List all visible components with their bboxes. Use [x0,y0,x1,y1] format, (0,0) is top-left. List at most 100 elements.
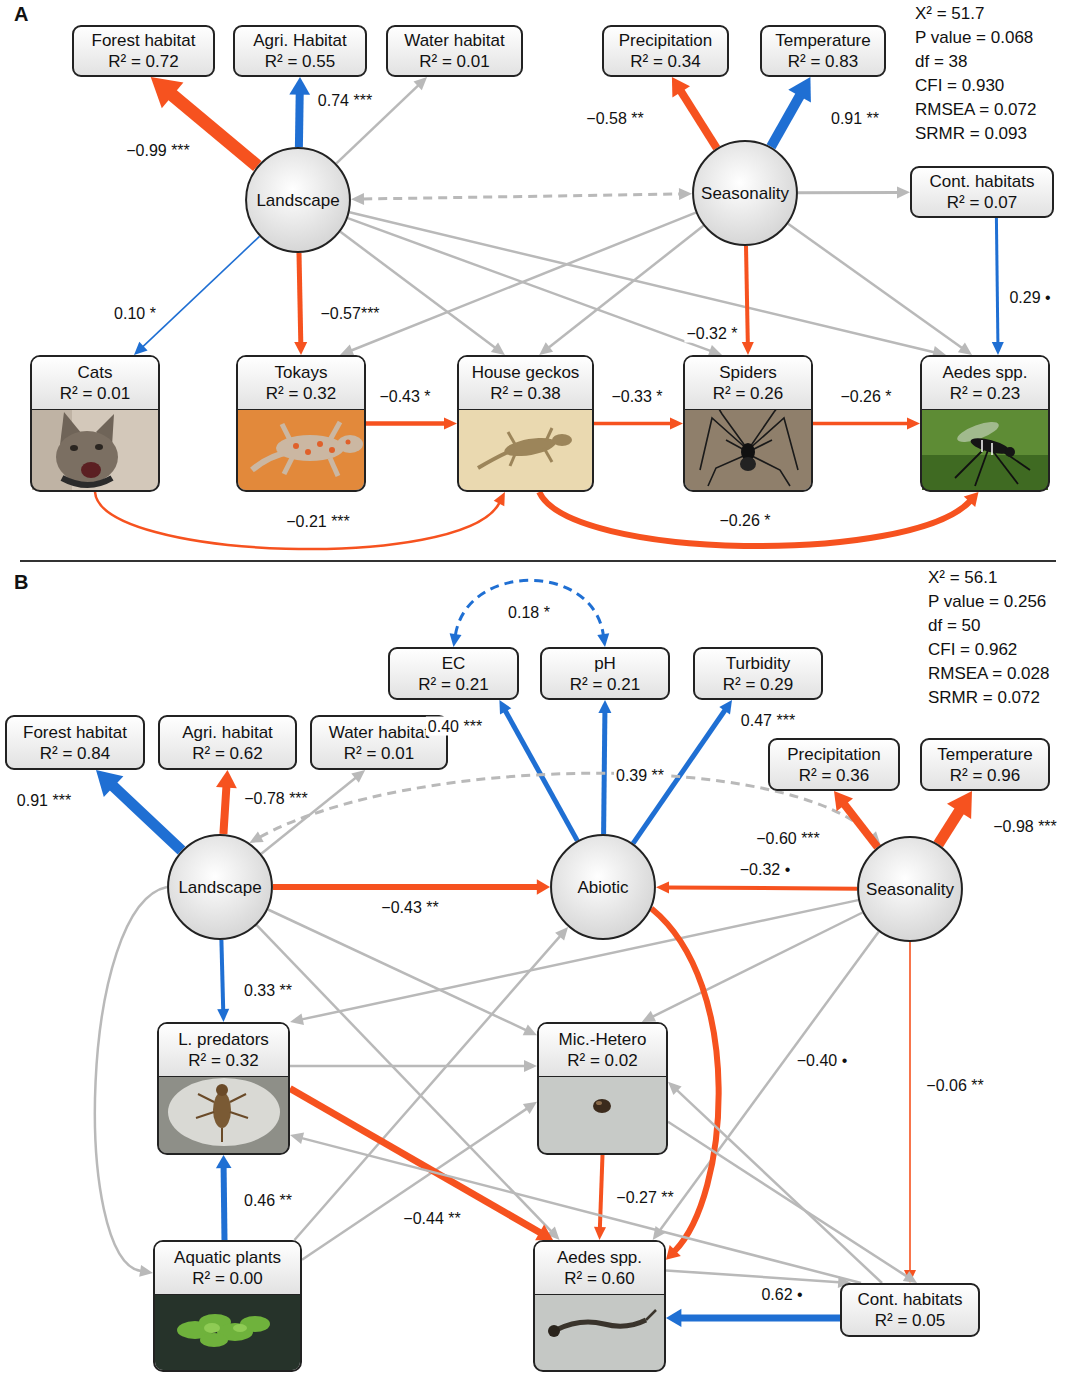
latent-circle: Landscape [167,834,273,940]
variable-box: Water habitatR² = 0.01 [386,25,523,77]
r-squared: R² = 0.26 [713,383,783,404]
arrowhead [834,791,853,811]
arrowhead [499,700,511,715]
arrowhead [594,1227,606,1240]
arrowhead [289,77,310,95]
box-header: TokaysR² = 0.32 [238,357,364,410]
connector-line [455,580,603,635]
micro-heterotroph-photo [539,1067,666,1153]
connector [95,492,505,549]
variable-name: Temperature [775,30,870,51]
path-coefficient: −0.06 ** [924,1076,985,1095]
connector [771,77,811,147]
path-coefficient: 0.39 ** [614,766,666,785]
arrowhead [537,879,550,895]
connector-line [813,422,908,426]
r-squared: R² = 0.32 [188,1050,258,1071]
arrowhead [670,418,683,430]
connector [290,1060,537,1072]
arrowhead [524,1060,537,1072]
variable-name: Aedes spp. [942,362,1027,383]
connector [938,791,972,844]
connector [340,232,505,355]
variable-name: Landscape [256,190,339,211]
variable-name: Temperature [937,744,1032,765]
r-squared: R² = 0.72 [108,51,178,72]
aedes-larva-photo [535,1285,664,1370]
connector [656,881,857,893]
fit-statistic: SRMR = 0.093 [915,124,1027,144]
arrowhead [656,881,669,893]
variable-name: Water habitat [404,30,504,51]
arrowhead [217,1009,229,1022]
arrowhead [666,1309,681,1327]
path-coefficient: −0.33 * [609,387,664,406]
variable-name: pH [594,653,616,674]
r-squared: R² = 0.01 [60,383,130,404]
fit-statistic: df = 38 [915,52,967,72]
connector-line [143,236,260,346]
variable-box: PrecipitationR² = 0.34 [602,25,729,77]
arrowhead [444,418,457,430]
connector-line [299,253,301,343]
path-coefficient: −0.32 • [738,860,793,879]
connector [261,770,365,854]
arrowhead [134,342,148,355]
r-squared: R² = 0.62 [192,743,262,764]
arrowhead [597,633,609,647]
connector-line [290,1089,540,1233]
connector [651,909,718,1260]
arrowhead [679,188,692,200]
variable-box: TemperatureR² = 0.96 [920,738,1050,791]
arrowhead [535,1224,553,1240]
arrowhead [491,342,505,355]
fit-statistic: CFI = 0.930 [915,76,1004,96]
latent-circle: Abiotic [550,834,656,940]
connector-line [746,246,748,343]
connector [653,932,879,1240]
connector-line [660,932,879,1230]
arrowhead [290,1013,304,1025]
connector [788,224,972,355]
r-squared: R² = 0.60 [564,1268,634,1289]
photo-box: Aquatic plantsR² = 0.00 [153,1240,302,1372]
path-coefficient: −0.32 * [684,324,739,343]
path-coefficient: −0.98 *** [991,817,1059,836]
variable-name: Landscape [178,877,261,898]
connector-line [668,1122,907,1277]
variable-box: Cont. habitatsR² = 0.07 [910,166,1054,218]
r-squared: R² = 0.36 [799,765,869,786]
fit-statistic: RMSEA = 0.028 [928,664,1049,684]
connector-line [681,1314,840,1321]
box-header: House geckosR² = 0.38 [459,357,592,410]
path-coefficient: −0.99 *** [124,141,192,160]
connector [295,927,569,1240]
arrowhead [555,927,568,941]
variable-box: Forest habitatR² = 0.84 [5,715,145,770]
connector [499,700,577,841]
path-coefficient: 0.18 * [506,603,552,622]
latent-circle: Seasonality [692,140,798,246]
arrowhead [666,1245,681,1260]
variable-name: Agri. Habitat [253,30,347,51]
connector [834,791,878,847]
panel-letter: A [14,4,28,24]
connector-line [95,492,499,549]
path-coefficient: −0.43 * [377,387,432,406]
variable-box: Agri. habitatR² = 0.62 [158,715,297,770]
connector [340,213,696,356]
connector [217,940,229,1022]
panel-separator [20,560,1056,562]
r-squared: R² = 0.00 [192,1268,262,1289]
connector-line [363,194,680,199]
arrowhead [249,831,263,843]
arrowhead [598,700,611,713]
variable-name: Seasonality [701,183,789,204]
house-gecko-photo [459,400,592,490]
path-coefficient: −0.60 *** [754,829,822,848]
path-coefficient: 0.40 *** [426,717,484,736]
fit-statistic: P value = 0.068 [915,28,1033,48]
path-coefficient: −0.26 * [838,387,893,406]
panel-letter: B [14,572,28,592]
fit-statistic: df = 50 [928,616,980,636]
